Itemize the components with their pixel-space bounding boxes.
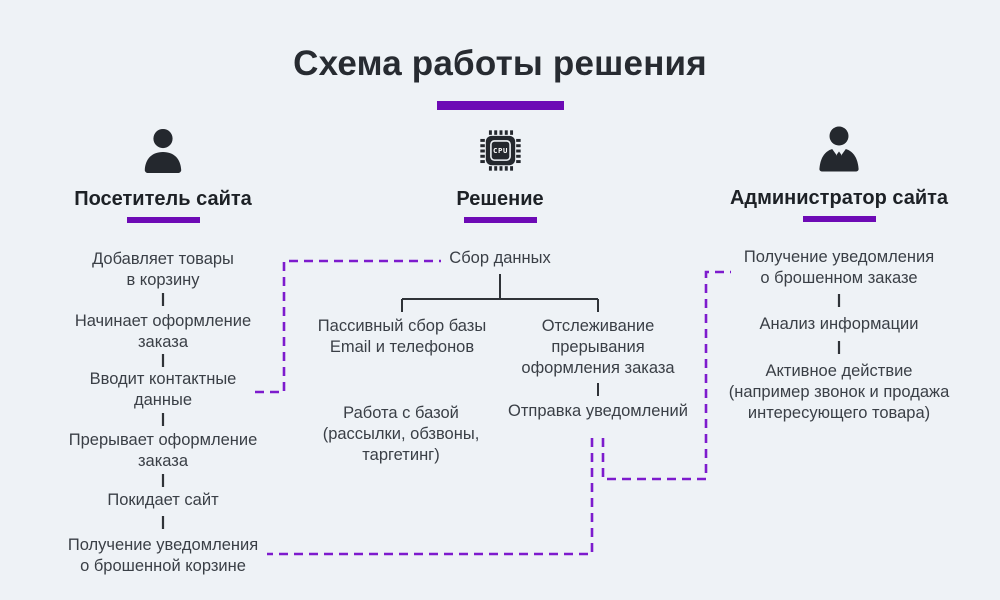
visitor-step-add-to-cart: Добавляет товары в корзину <box>92 250 234 289</box>
column-header-admin: Администратор сайта <box>729 187 949 209</box>
column-head-visitor: Посетитель сайта <box>53 126 273 223</box>
admin-accent-bar <box>802 216 876 222</box>
page-title: Схема работы решения <box>293 44 707 83</box>
visitor-step-abort-checkout: Прерывает оформление заказа <box>68 431 258 470</box>
column-head-admin: Администратор сайта <box>729 125 949 222</box>
solution-accent-bar <box>463 217 537 223</box>
cpu-icon-label: CPU <box>493 146 508 155</box>
visitor-step-cart-notification: Получение уведомления о брошенной корзин… <box>67 536 259 575</box>
visitor-step-start-checkout: Начинает оформление заказа <box>74 312 252 351</box>
title-accent-bar <box>437 101 564 110</box>
admin-step-order-notification: Получение уведомления о брошенном заказе <box>743 248 935 287</box>
solution-node-send-notifications: Отправка уведомлений <box>508 402 688 420</box>
column-header-visitor: Посетитель сайта <box>74 188 252 210</box>
admin-step-active-action: Активное действие (например звонок и про… <box>728 362 950 422</box>
admin-step-analyze-info: Анализ информации <box>759 315 919 333</box>
solution-node-database-work: Работа с базой (рассылки, обзвоны, тарге… <box>322 404 480 464</box>
column-header-solution: Решение <box>456 188 544 210</box>
cpu-icon: CPU <box>477 126 524 174</box>
column-head-solution: CPU Решение <box>390 126 610 223</box>
person-icon <box>140 126 186 174</box>
businessman-icon <box>815 125 863 173</box>
visitor-accent-bar <box>126 217 200 223</box>
solution-node-passive-collection: Пассивный сбор базы Email и телефонов <box>317 317 487 356</box>
visitor-step-leave-site: Покидает сайт <box>107 491 219 509</box>
visitor-step-enter-contacts: Вводит контактные данные <box>89 370 237 409</box>
solution-node-track-interruption: Отслеживание прерывания оформления заказ… <box>521 317 675 377</box>
solution-node-data-collection: Сбор данных <box>449 249 551 267</box>
